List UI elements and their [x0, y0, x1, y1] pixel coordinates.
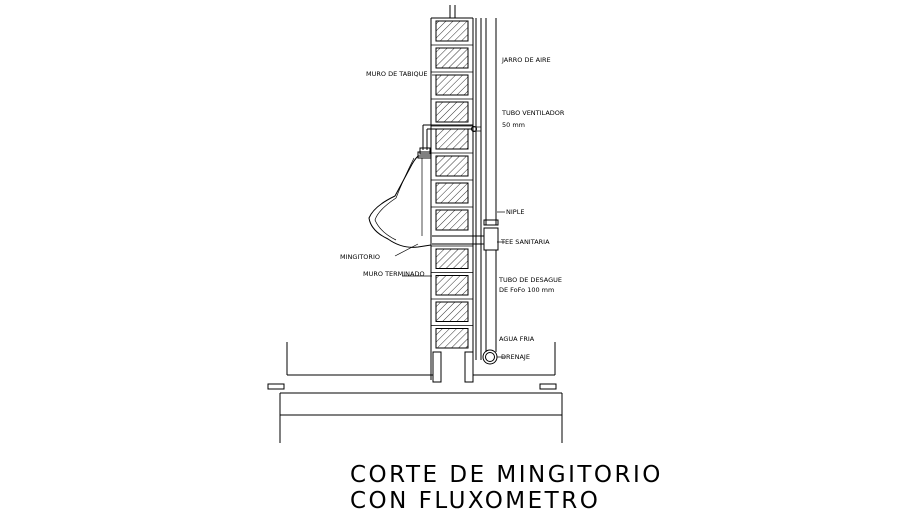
label-agua-fria: AGUA FRIA	[499, 335, 535, 343]
brick-block	[435, 20, 469, 42]
drawing-title-line2: CON FLUXOMETRO	[350, 488, 600, 513]
floor-slab	[267, 342, 563, 443]
tee-sanitaria	[432, 219, 499, 251]
drain-pipe	[482, 349, 498, 365]
label-tubo-desague: TUBO DE DESAGUE	[498, 276, 562, 284]
label-tubo-ventilador-size: 50 mm	[502, 121, 525, 129]
brick-block	[435, 155, 469, 177]
brick-block	[435, 128, 469, 150]
label-niple: NIPLE	[506, 208, 524, 216]
brick-blocks-lower	[431, 245, 473, 349]
label-muro-terminado: MURO TERMINADO	[363, 270, 425, 278]
brick-block	[435, 47, 469, 69]
label-muro-tabique: MURO DE TABIQUE	[366, 70, 428, 78]
label-tee-sanitaria: TEE SANITARIA	[500, 238, 550, 246]
leader-lines	[394, 74, 505, 358]
label-drenaje: DRENAJE	[501, 353, 530, 361]
brick-block	[435, 74, 469, 96]
brick-block	[435, 182, 469, 204]
vent-stub	[449, 5, 456, 18]
brick-block	[435, 209, 469, 231]
label-mingitorio: MINGITORIO	[340, 253, 380, 261]
brick-block	[435, 248, 469, 269]
brick-block	[435, 328, 469, 349]
brick-blocks-upper	[431, 17, 473, 231]
brick-block	[435, 275, 469, 296]
urinal-fixture	[368, 151, 432, 248]
label-tubo-desague-spec: DE FoFo 100 mm	[499, 286, 554, 294]
flush-valve-pipe	[419, 124, 473, 155]
vertical-pipes	[471, 18, 497, 360]
brick-block	[435, 101, 469, 123]
drawing-title-line1: CORTE DE MINGITORIO	[350, 462, 663, 488]
brick-wall	[430, 17, 474, 380]
brick-block	[435, 301, 469, 322]
label-tubo-ventilador: TUBO VENTILADOR	[501, 109, 565, 117]
label-jarro-aire: JARRO DE AIRE	[501, 56, 551, 64]
